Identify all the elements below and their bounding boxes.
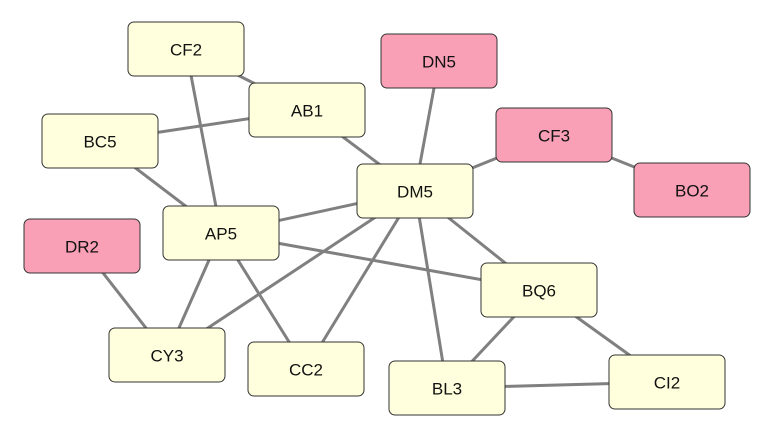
node-label: CF2 [170,41,202,60]
node-cy3[interactable]: CY3 [108,327,226,383]
node-box [388,360,506,416]
node-dm5[interactable]: DM5 [356,163,474,219]
node-label: BC5 [83,133,116,152]
node-box [248,82,366,138]
node-box [108,327,226,383]
edge-dm5-cc2 [304,189,417,371]
node-label: BL3 [432,380,462,399]
node-bo2[interactable]: BO2 [633,162,751,218]
node-box [23,218,141,274]
node-box [495,107,613,163]
node-box [608,354,726,410]
node-label: BQ6 [522,282,556,301]
node-label: AB1 [291,102,323,121]
node-label: CF3 [538,127,570,146]
node-label: DM5 [397,183,433,202]
node-label: AP5 [205,225,237,244]
edge-dm5-bl3 [413,189,449,390]
node-label: CY3 [150,347,183,366]
node-cc2[interactable]: CC2 [247,341,365,397]
node-box [162,205,280,261]
node-ci2[interactable]: CI2 [608,354,726,410]
node-label: BO2 [675,182,709,201]
node-label: DR2 [65,238,99,257]
node-label: CC2 [289,361,323,380]
node-bc5[interactable]: BC5 [41,113,159,169]
node-ab1[interactable]: AB1 [248,82,366,138]
node-cf2[interactable]: CF2 [127,21,245,77]
node-label: CI2 [654,374,680,393]
edge-cf2-ap5 [184,47,223,235]
node-ap5[interactable]: AP5 [162,205,280,261]
node-dn5[interactable]: DN5 [380,33,498,89]
node-box [356,163,474,219]
node-box [480,262,598,318]
node-dr2[interactable]: DR2 [23,218,141,274]
node-bl3[interactable]: BL3 [388,360,506,416]
node-cf3[interactable]: CF3 [495,107,613,163]
node-box [380,33,498,89]
node-box [41,113,159,169]
node-bq6[interactable]: BQ6 [480,262,598,318]
node-label: DN5 [422,53,456,72]
node-box [247,341,365,397]
node-box [127,21,245,77]
node-box [633,162,751,218]
